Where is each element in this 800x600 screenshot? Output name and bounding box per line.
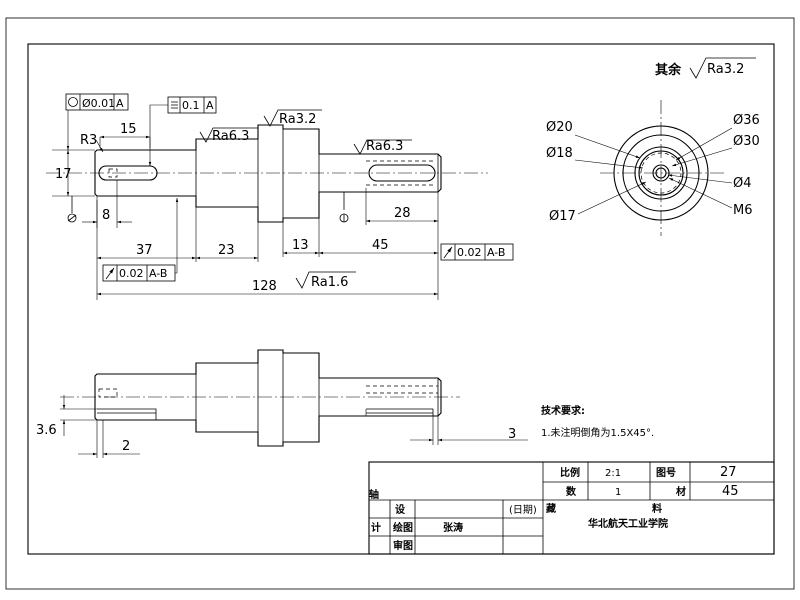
bottom-right-keyway — [366, 408, 434, 416]
front-left-keyway — [98, 165, 158, 181]
gdt-runout-right-value: 0.02 — [457, 246, 482, 259]
dim-17: 17 — [55, 167, 72, 182]
end-circle-m6 — [652, 164, 670, 182]
tb-material-value: 45 — [722, 484, 739, 499]
bottom-left-keyway — [97, 408, 157, 420]
dim-13: 13 — [292, 238, 309, 253]
tb-material-label: 材 — [676, 485, 686, 498]
gdt-parallelism-value: 0.1 — [182, 99, 200, 112]
end-label-d30: Ø30 — [733, 134, 760, 149]
roughness-left: Ra6.3 — [212, 129, 249, 144]
end-circle-20 — [634, 146, 688, 200]
bottom-view: 3.6 2 3 — [36, 349, 528, 458]
tb-school: 华北航天工业学院 — [588, 517, 668, 530]
tb-qty-value: 1 — [615, 487, 621, 498]
tb-part-name: 轴 — [369, 488, 379, 501]
roughness-symbol-general — [689, 57, 756, 79]
dim-2: 2 — [122, 439, 130, 454]
end-view: Ø20 Ø18 Ø17 Ø36 Ø30 Ø4 M6 — [546, 100, 760, 236]
dim-45: 45 — [372, 238, 389, 253]
end-circle-4 — [655, 167, 667, 179]
roughness-symbol-right — [353, 139, 412, 155]
end-label-d36: Ø36 — [733, 113, 760, 128]
runout-icon-left — [105, 267, 115, 280]
dim-128: 128 — [252, 279, 277, 294]
end-label-d18: Ø18 — [546, 146, 573, 161]
end-label-m6: M6 — [733, 203, 753, 218]
end-circle-30 — [622, 134, 700, 212]
gdt-circularity-frame — [65, 93, 129, 111]
tb-extra-mark: 藏 — [546, 502, 556, 515]
tech-req-title: 技术要求: — [541, 404, 585, 417]
roughness-overall: Ra1.6 — [311, 275, 348, 290]
dim-15: 15 — [120, 122, 137, 137]
tb-drafter-name: 张涛 — [443, 521, 463, 534]
outer-border — [5, 17, 795, 590]
gdt-runout-right-frame — [440, 243, 514, 261]
title-block: 比例 2:1 图号 27 数 1 材 45 轴 料 设 计 (日期) 绘图 张涛… — [368, 461, 775, 555]
circularity-icon — [68, 97, 78, 107]
tb-qty-label: 数 — [566, 485, 577, 498]
front-right-keyway — [368, 164, 436, 182]
dim-3: 3 — [508, 427, 516, 442]
roughness-collar: Ra3.2 — [279, 112, 316, 127]
gdt-parallelism-datum: A — [206, 99, 214, 112]
gdt-runout-left-datum: A-B — [149, 267, 167, 280]
runout-icon-right — [443, 246, 453, 259]
tb-date-label: (日期) — [509, 504, 537, 516]
end-circle-17 — [640, 152, 682, 194]
roughness-right: Ra6.3 — [366, 139, 403, 154]
roughness-symbol-overall — [295, 271, 356, 289]
gdt-runout-right-datum: A-B — [487, 246, 505, 259]
tb-calc-label: 计 — [371, 521, 381, 534]
gdt-circularity-datum: A — [116, 97, 124, 110]
parallelism-icon — [171, 101, 178, 109]
end-label-d4: Ø4 — [733, 176, 752, 191]
tb-unit-label: 料 — [652, 502, 662, 515]
tb-drawing-no-value: 27 — [720, 465, 737, 480]
end-circle-18 — [638, 150, 684, 196]
end-label-d20: Ø20 — [546, 120, 573, 135]
tb-scale-label: 比例 — [560, 466, 580, 479]
tb-drafter-label: 绘图 — [393, 521, 413, 534]
end-circle-36 — [613, 125, 709, 221]
dim-37: 37 — [136, 243, 153, 258]
tb-design-label: 设 — [395, 503, 405, 516]
tb-drawing-no-label: 图号 — [656, 467, 676, 479]
bottom-shaft-outline — [94, 349, 442, 447]
roughness-note-value: Ra3.2 — [707, 62, 744, 77]
roughness-symbol-collar — [263, 109, 322, 127]
dim-r3: R3 — [80, 133, 97, 148]
tb-scale-value: 2:1 — [605, 468, 621, 479]
datum-a-mark — [67, 213, 77, 223]
dim-23: 23 — [218, 243, 235, 258]
front-left-hole — [108, 168, 118, 178]
bottom-left-hole — [98, 388, 118, 398]
front-view: Ø0.01 A 0.1 A Ra3.2 Ra6.3 Ra6.3 R3 15 17 — [46, 93, 514, 300]
gdt-circularity-value: Ø0.01 — [82, 97, 115, 110]
bottom-right-hidden — [366, 385, 438, 394]
dim-28: 28 — [394, 206, 411, 221]
dim-8: 8 — [102, 208, 110, 223]
end-label-d17: Ø17 — [549, 209, 576, 224]
roughness-note-prefix: 其余 — [655, 62, 682, 78]
gdt-runout-left-value: 0.02 — [119, 267, 144, 280]
roughness-symbol-left — [199, 127, 258, 143]
dim-3-6: 3.6 — [36, 423, 57, 438]
tb-review-label: 审图 — [393, 539, 413, 552]
tech-req-item-1: 1.未注明倒角为1.5X45°. — [541, 426, 654, 439]
